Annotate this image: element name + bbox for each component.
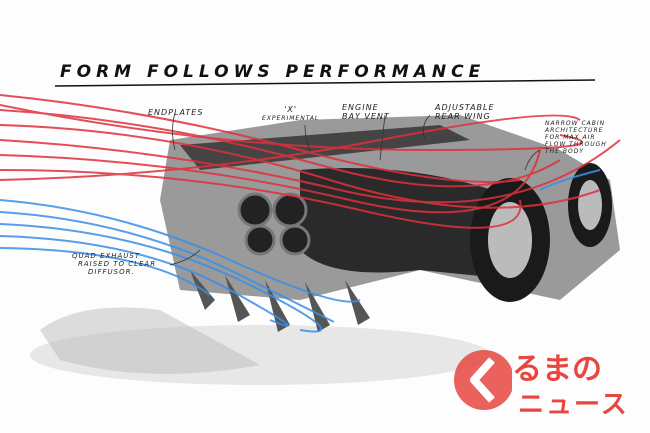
red-airflow-lines (0, 94, 621, 229)
label-text: Experimental (262, 115, 320, 122)
label-text: raised to clear (78, 260, 157, 268)
rear-deck (300, 168, 520, 280)
label-text: diffusor. (88, 268, 135, 276)
label-text: Adjustable (435, 103, 495, 112)
leader-lines (169, 112, 541, 266)
blue-airflow-lines (0, 169, 601, 333)
label-adjustable-rear-wing: AdjustableRear Wing (435, 103, 495, 121)
rim-right (578, 180, 602, 230)
label-text: the body (545, 148, 584, 155)
exhaust-2 (272, 192, 308, 228)
rim-left (488, 202, 532, 278)
logo-text: るまの (512, 352, 602, 387)
label-text: flow through (545, 141, 607, 148)
title-underline (54, 79, 596, 87)
label-engine-bay-vent: EngineBay Vent (342, 103, 390, 121)
label-text: for max air (545, 134, 596, 141)
label-x-experimental: 'X'Experimental (262, 105, 319, 123)
label-narrow-cabin: Narrow cabin architecture for max air fl… (545, 120, 607, 155)
label-quad-exhaust: Quad exhaust raised to clear diffusor. (72, 252, 156, 276)
logo-text: ニュース (518, 390, 629, 420)
kurumanonews-watermark: るまの ニュース (452, 340, 642, 426)
logo-mark-icon (454, 350, 512, 410)
exhaust-4 (279, 224, 311, 256)
sketch-title: Form Follows Performance (60, 62, 486, 82)
label-text: Engine (342, 103, 379, 112)
exhaust-3 (244, 224, 276, 256)
label-text: Quad exhaust (72, 252, 141, 260)
label-text: 'X' (284, 105, 298, 114)
label-text: Narrow cabin (545, 120, 606, 127)
label-text: Rear Wing (435, 112, 491, 121)
exhaust-1 (237, 192, 273, 228)
label-text: Endplates (148, 108, 204, 117)
label-text: Bay Vent (342, 112, 390, 121)
label-text: architecture (545, 127, 604, 134)
label-endplates: Endplates (148, 108, 203, 117)
ground-shadow (40, 307, 260, 374)
